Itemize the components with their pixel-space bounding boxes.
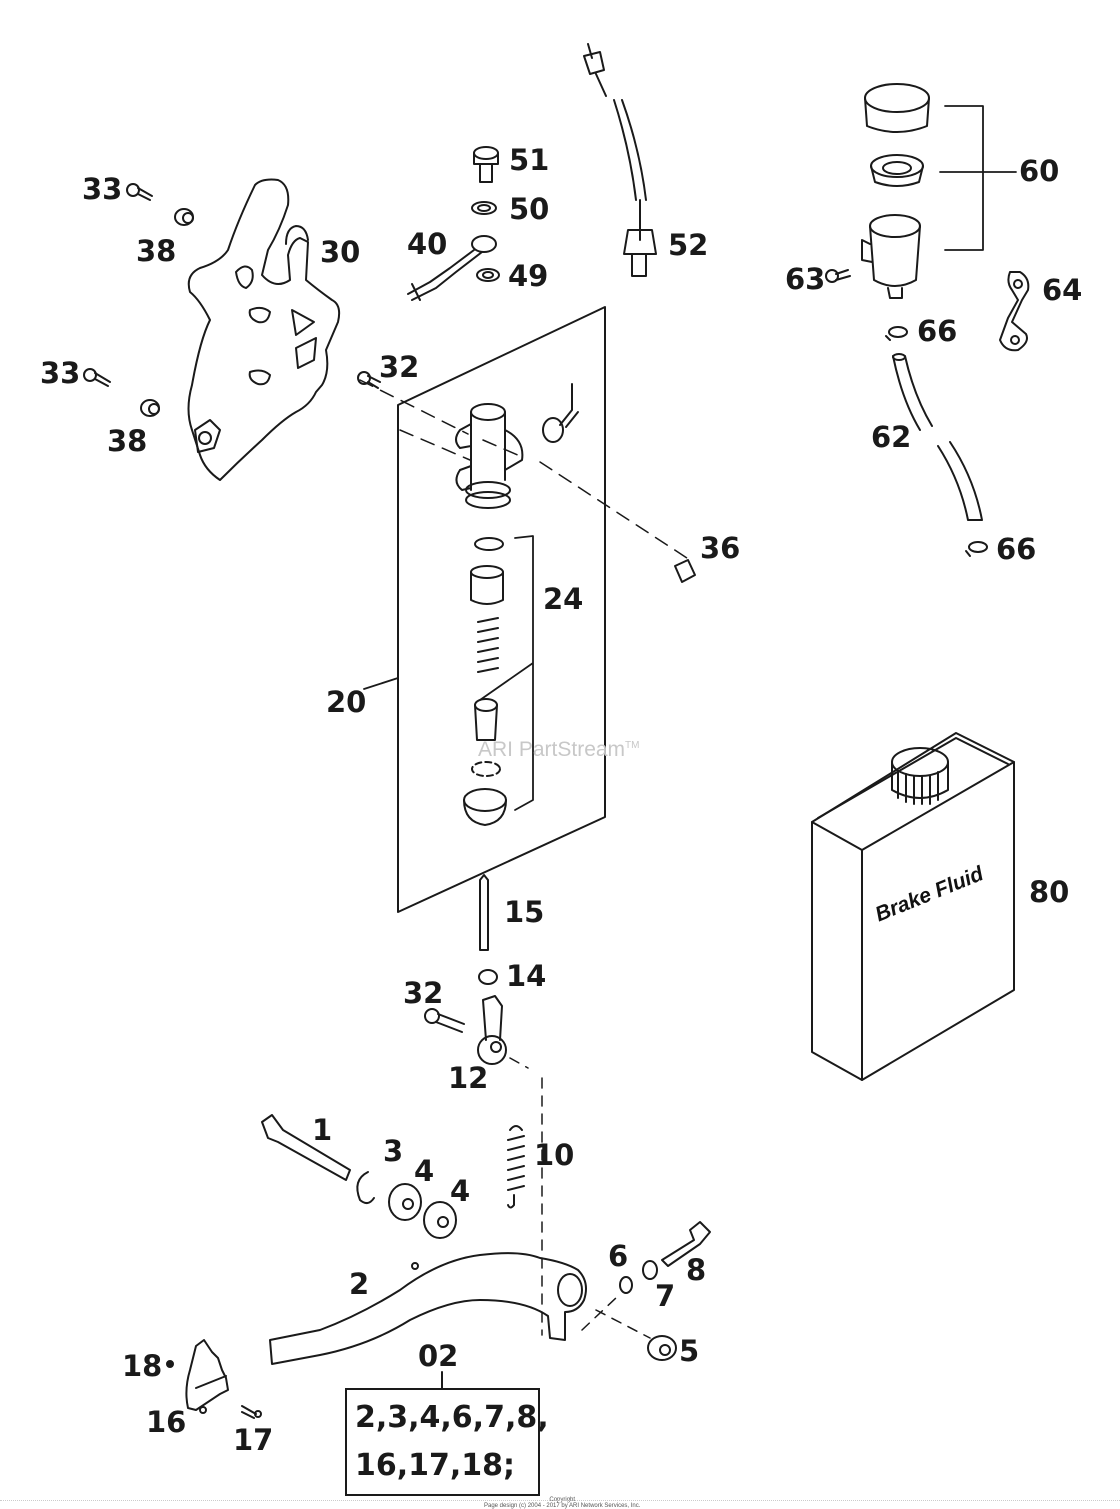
brake-fluid-can — [811, 732, 1015, 1081]
banjo-bolt-51 — [473, 146, 499, 183]
push-rod-15 — [479, 874, 489, 951]
callout-50[interactable]: 50 — [509, 192, 550, 226]
bolt-1 — [261, 1114, 351, 1181]
sleeve — [470, 565, 504, 605]
assembly-lines-pedal — [581, 1295, 651, 1339]
seal-ring — [474, 537, 504, 551]
callout-5[interactable]: 5 — [679, 1334, 700, 1368]
callout-3[interactable]: 3 — [383, 1134, 404, 1168]
callout-32[interactable]: 32 — [379, 350, 420, 384]
screw-17 — [241, 1405, 262, 1419]
callout-66[interactable]: 66 — [996, 532, 1037, 566]
bushing-38-upper — [174, 208, 194, 226]
bushing-38-lower — [140, 399, 160, 417]
piston — [474, 698, 498, 741]
callout-10[interactable]: 10 — [534, 1138, 575, 1172]
callout-8[interactable]: 8 — [686, 1253, 707, 1287]
copyright-line-2: Page design (c) 2004 - 2017 by ARI Netwo… — [484, 1503, 641, 1509]
callout-52[interactable]: 52 — [668, 228, 709, 262]
washer-50 — [471, 201, 497, 215]
callout-4[interactable]: 4 — [450, 1174, 471, 1208]
nut-14 — [478, 969, 498, 985]
callout-20[interactable]: 20 — [326, 685, 367, 719]
callout-36[interactable]: 36 — [700, 531, 741, 565]
callout-02[interactable]: 02 — [418, 1339, 459, 1373]
copyright-notice: Copyright Page design (c) 2004 - 2017 by… — [484, 1497, 640, 1509]
spring-10 — [507, 1125, 525, 1209]
callout-24[interactable]: 24 — [543, 582, 584, 616]
clamp-66-lower — [965, 541, 988, 557]
reservoir-cap — [864, 83, 930, 133]
screw-32-upper — [357, 371, 381, 389]
watermark-text: ARI PartStream — [478, 738, 626, 761]
callout-6[interactable]: 6 — [608, 1239, 629, 1273]
washer-49 — [476, 268, 500, 282]
brake-light-switch-52 — [583, 43, 657, 277]
bearing-4-b — [423, 1201, 457, 1239]
bracket-64 — [999, 271, 1030, 352]
callout-64[interactable]: 64 — [1042, 273, 1083, 307]
callout-51[interactable]: 51 — [509, 143, 550, 177]
reservoir-body — [861, 214, 921, 299]
watermark: ARI PartStreamTM — [478, 738, 640, 762]
hose-62 — [892, 353, 983, 521]
callout-1[interactable]: 1 — [312, 1113, 333, 1147]
callout-38[interactable]: 38 — [136, 234, 177, 268]
callout-80[interactable]: 80 — [1029, 875, 1070, 909]
callout-62[interactable]: 62 — [871, 420, 912, 454]
callout-32[interactable]: 32 — [403, 976, 444, 1010]
rivet-18 — [166, 1360, 174, 1368]
brake-line-40 — [407, 235, 497, 301]
screw-33-lower — [83, 368, 111, 387]
screw-32-lower — [424, 1008, 465, 1033]
circlip-3 — [356, 1171, 375, 1204]
callout-66[interactable]: 66 — [917, 314, 958, 348]
callout-4[interactable]: 4 — [414, 1154, 435, 1188]
screw-33-upper — [126, 183, 153, 201]
page-bottom-divider — [0, 1500, 1120, 1501]
kit-contents-box: 2,3,4,6,7,8, 16,17,18; — [345, 1388, 549, 1496]
bearing-4-a — [388, 1183, 422, 1221]
callout-60[interactable]: 60 — [1019, 154, 1060, 188]
spring — [477, 617, 499, 673]
cylinder-body — [455, 403, 524, 509]
clamp-66-upper — [885, 326, 908, 341]
kit-contents-line-1: 2,3,4,6,7,8, — [355, 1400, 549, 1435]
heel-guard-part — [187, 178, 341, 481]
screw-63 — [825, 269, 851, 283]
nut-7 — [642, 1260, 658, 1280]
callout-15[interactable]: 15 — [504, 895, 545, 929]
callout-33[interactable]: 33 — [40, 356, 81, 390]
callout-18[interactable]: 18 — [122, 1349, 163, 1383]
callout-14[interactable]: 14 — [506, 959, 547, 993]
callout-30[interactable]: 30 — [320, 235, 361, 269]
dust-boot — [463, 788, 507, 826]
master-cylinder-panel — [359, 306, 691, 913]
callout-40[interactable]: 40 — [407, 227, 448, 261]
callout-16[interactable]: 16 — [146, 1405, 187, 1439]
nut-5 — [647, 1335, 677, 1361]
reservoir-fitting — [542, 383, 579, 443]
callout-2[interactable]: 2 — [349, 1267, 370, 1301]
brake-pedal-2 — [269, 1252, 587, 1365]
washer-6 — [619, 1276, 633, 1294]
reservoir-bracket-lines — [939, 105, 1017, 251]
reservoir-diaphragm — [870, 154, 924, 187]
alignment-line-lower — [509, 1057, 543, 1336]
callout-49[interactable]: 49 — [508, 259, 549, 293]
screw-8 — [661, 1221, 711, 1267]
callout-7[interactable]: 7 — [655, 1279, 676, 1313]
callout-63[interactable]: 63 — [785, 262, 826, 296]
pedal-tip-16 — [185, 1339, 229, 1414]
callout-38[interactable]: 38 — [107, 424, 148, 458]
callout-12[interactable]: 12 — [448, 1061, 489, 1095]
watermark-tm: TM — [625, 740, 640, 751]
fork-head-12 — [477, 995, 507, 1065]
plug-36 — [674, 559, 696, 583]
callout-17[interactable]: 17 — [233, 1423, 274, 1457]
kit-contents-line-2: 16,17,18; — [355, 1448, 516, 1483]
callout-33[interactable]: 33 — [82, 172, 123, 206]
circlip — [471, 761, 501, 777]
